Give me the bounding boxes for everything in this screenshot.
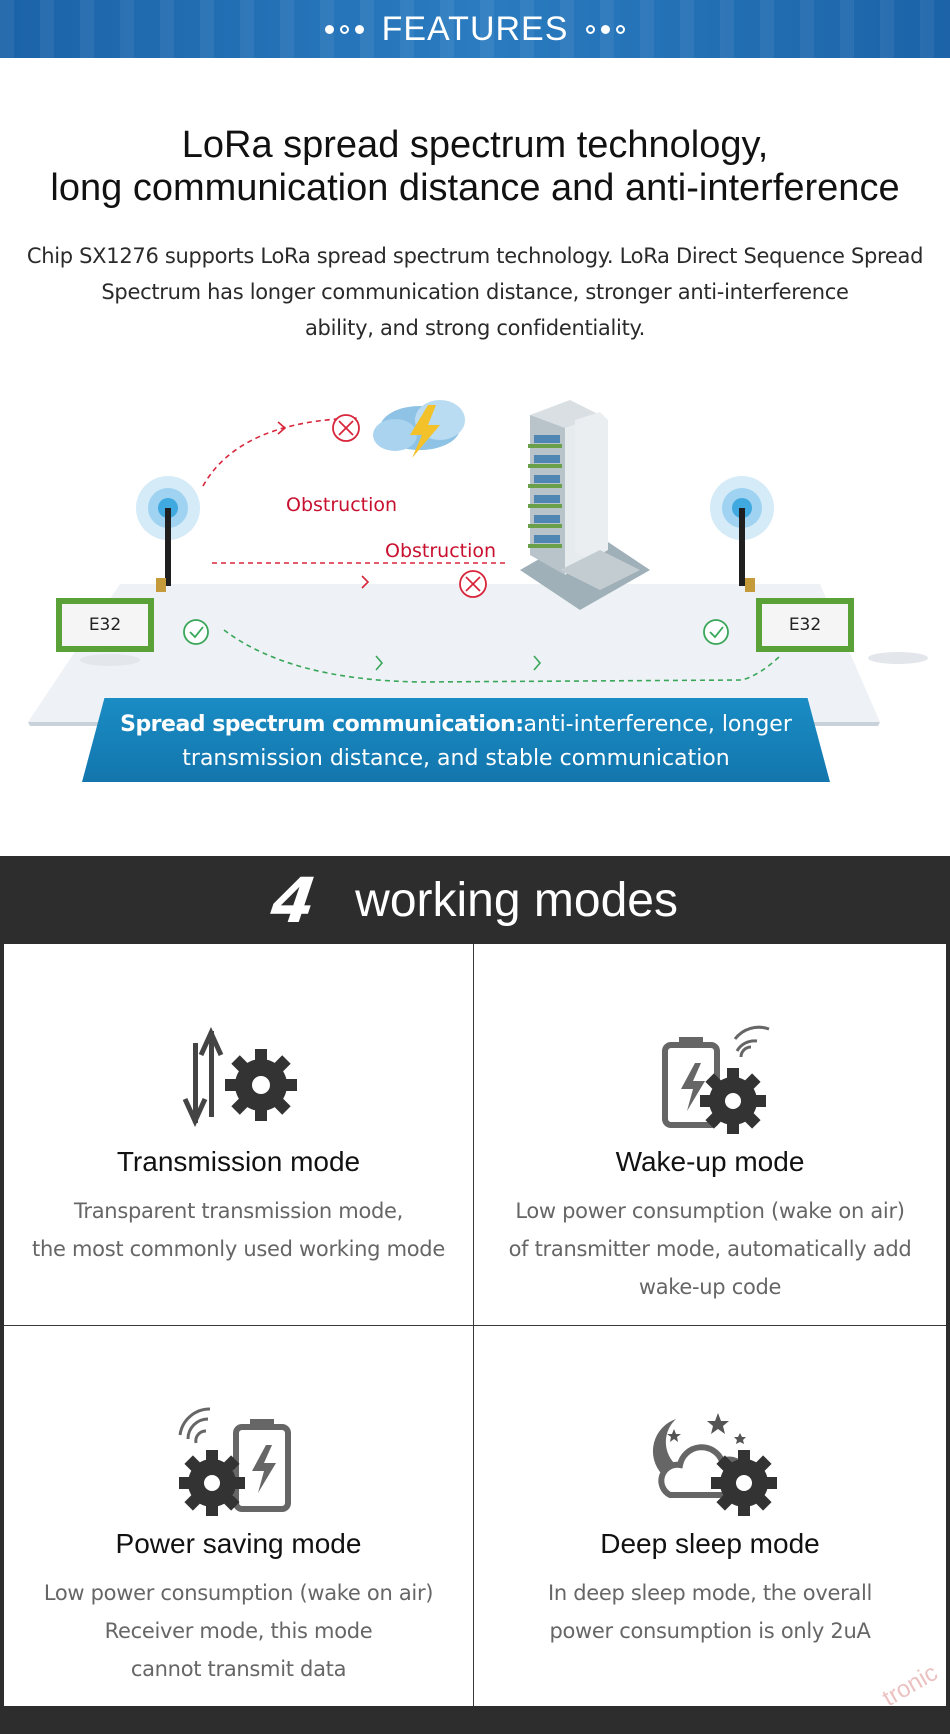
mode-desc-line: power consumption is only 2uA	[549, 1619, 871, 1643]
e32-module-left: E32	[56, 598, 154, 652]
path-arrow	[375, 655, 384, 671]
mode-desc: Low power consumption (wake on air) Rece…	[19, 1574, 459, 1688]
mode-title: Transmission mode	[116, 1146, 361, 1177]
clear-path	[223, 629, 781, 683]
e32-module-right: E32	[756, 598, 854, 652]
floor-platform	[28, 584, 880, 722]
modes-title: working modes	[355, 873, 678, 927]
banner-dots-right	[586, 24, 626, 34]
blocked-x-icon	[332, 414, 360, 442]
storm-cloud-icon	[373, 400, 465, 458]
mode-card-power-saving: Power saving mode Low power consumption …	[4, 1326, 474, 1706]
banner-dots-left	[324, 24, 364, 34]
mode-title: Power saving mode	[115, 1528, 362, 1559]
lora-desc-line1: Chip SX1276 supports LoRa spread spectru…	[26, 244, 924, 268]
mode-desc-line: the most commonly used working mode	[32, 1237, 445, 1261]
lora-description: Chip SX1276 supports LoRa spread spectru…	[20, 238, 930, 346]
lora-heading: LoRa spread spectrum technology, long co…	[0, 124, 950, 210]
signal-gear-battery-icon	[159, 1404, 319, 1516]
building-icon	[520, 400, 650, 610]
modes-grid: Transmission mode Transparent transmissi…	[4, 944, 946, 1712]
mode-desc-line: cannot transmit data	[130, 1657, 347, 1681]
check-icon	[183, 619, 209, 645]
working-modes-header: 4 working modes	[0, 856, 950, 944]
check-icon	[703, 619, 729, 645]
mode-card-wakeup: Wake-up mode Low power consumption (wake…	[474, 944, 946, 1326]
modes-count: 4	[266, 863, 321, 937]
blocked-x-icon	[459, 570, 487, 598]
banner-title: FEATURES	[381, 9, 569, 48]
lora-heading-line2: long communication distance and anti-int…	[50, 167, 900, 209]
battery-signal-gear-icon	[630, 1022, 790, 1134]
moon-cloud-gear-icon	[630, 1404, 790, 1516]
antenna-left-icon	[136, 476, 200, 592]
path-arrow	[361, 575, 370, 589]
features-banner: FEATURES	[0, 0, 950, 58]
mode-desc-line: Transparent transmission mode,	[73, 1199, 404, 1223]
mode-desc-line: of transmitter mode, automatically add	[508, 1237, 912, 1261]
mode-desc-line: Receiver mode, this mode	[104, 1619, 373, 1643]
mode-desc: Transparent transmission mode, the most …	[19, 1192, 459, 1268]
mode-desc-line: wake-up code	[638, 1275, 782, 1299]
banner-strong-text: Spread spectrum communication:	[120, 712, 524, 737]
mode-desc-line: In deep sleep mode, the overall	[547, 1581, 873, 1605]
working-modes-section: Transmission mode Transparent transmissi…	[0, 944, 950, 1734]
banner-line2: transmission distance, and stable commun…	[182, 746, 730, 771]
lora-diagram: Obstruction Obstruction E32 E32 Spread s…	[0, 380, 950, 800]
banner-rest-text: anti-interference, longer	[523, 712, 792, 737]
lora-desc-line3: ability, and strong confidentiality.	[304, 316, 646, 340]
mode-card-transmission: Transmission mode Transparent transmissi…	[4, 944, 474, 1326]
mode-card-deep-sleep: Deep sleep mode In deep sleep mode, the …	[474, 1326, 946, 1712]
mode-desc: Low power consumption (wake on air) of t…	[490, 1192, 930, 1306]
transmission-gear-icon	[159, 1022, 319, 1132]
diagram-illustration	[28, 400, 928, 726]
spread-spectrum-banner: Spread spectrum communication:anti-inter…	[82, 698, 830, 782]
antenna-right-icon	[710, 476, 774, 592]
mode-desc: In deep sleep mode, the overall power co…	[490, 1574, 930, 1650]
obstruction-label-lower: Obstruction	[385, 540, 497, 562]
path-arrow	[533, 655, 542, 671]
lora-desc-line2: Spectrum has longer communication distan…	[101, 280, 849, 304]
path-arrow	[277, 421, 287, 435]
watermark-logo: tronic	[878, 1659, 943, 1712]
mode-title: Deep sleep mode	[600, 1528, 820, 1559]
lora-heading-line1: LoRa spread spectrum technology,	[181, 124, 769, 166]
mode-desc-line: Low power consumption (wake on air)	[515, 1199, 905, 1223]
mode-desc-line: Low power consumption (wake on air)	[43, 1581, 434, 1605]
obstruction-label-upper: Obstruction	[286, 494, 398, 516]
mode-title: Wake-up mode	[615, 1146, 805, 1177]
